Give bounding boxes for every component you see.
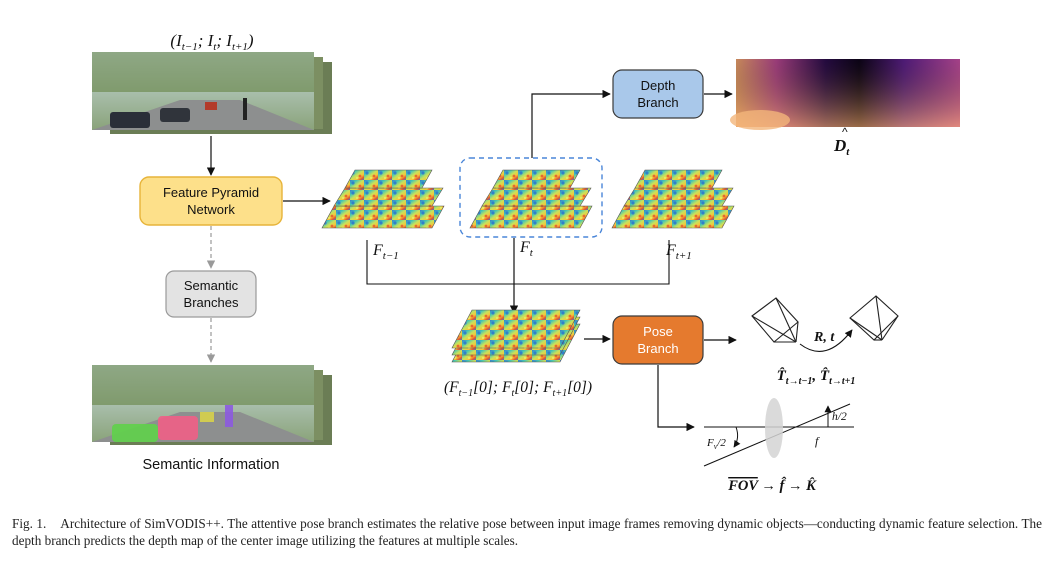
ft-selection-box xyxy=(459,157,603,238)
feature-label-prev-base: F xyxy=(372,242,383,259)
pose-branch-box xyxy=(612,315,704,365)
intrinsics-diagram xyxy=(703,398,854,467)
lens-icon xyxy=(765,398,783,458)
camera-frustum-left-icon xyxy=(751,297,799,343)
input-stack-label: (It−1; It; It+1) xyxy=(170,31,254,53)
pose-label-line2: Branch xyxy=(637,341,678,356)
pose-label-line1: Pose xyxy=(643,324,673,339)
feature-label-curr: Ft xyxy=(519,239,534,259)
feature-stack-prev xyxy=(321,169,445,229)
half-fov-label: Fv/2 xyxy=(706,437,726,451)
feature-label-next: Ft+1 xyxy=(665,242,692,262)
semantic-output-label: Semantic Information xyxy=(142,457,279,473)
feature-label-prev: Ft−1 xyxy=(372,242,399,262)
pose-transforms-label: T̂t→t−1, T̂t→t+1 xyxy=(777,366,856,387)
figure-caption: Fig. 1.Architecture of SimVODIS++. The a… xyxy=(12,515,1042,549)
depth-output-hat: ^ xyxy=(842,125,848,139)
semantic-label-line2: Branches xyxy=(184,295,239,310)
depth-label-line2: Branch xyxy=(637,95,678,110)
arrow-camera-motion xyxy=(799,329,853,352)
fpn-box xyxy=(139,176,283,226)
caption-label: Fig. 1. xyxy=(12,516,47,531)
feature-label-next-sub: t+1 xyxy=(676,250,692,262)
feature-label-prev-sub: t−1 xyxy=(383,250,399,262)
arrow-ft-to-depth xyxy=(531,89,611,158)
depth-output-sub: t xyxy=(846,146,850,158)
feature-label-curr-sub: t xyxy=(530,247,534,259)
arrow-pose-to-intrinsics xyxy=(657,365,695,432)
feature-stack-next xyxy=(611,169,735,229)
fpn-label-line1: Feature Pyramid xyxy=(163,185,259,200)
semantic-output-image xyxy=(92,365,332,445)
semantic-branches-box xyxy=(165,270,257,318)
depth-branch-box xyxy=(612,69,704,119)
rt-label: R, t xyxy=(813,330,835,345)
feature-label-curr-base: F xyxy=(519,239,530,256)
semantic-label-line1: Semantic xyxy=(184,278,239,293)
fpn-label-line2: Network xyxy=(187,202,235,217)
depth-map-image xyxy=(730,59,960,130)
intrinsics-chain-label: FOV → f̂ → K̂ xyxy=(727,476,817,494)
caption-text: Architecture of SimVODIS++. The attentiv… xyxy=(12,516,1042,548)
depth-label-line1: Depth xyxy=(641,78,676,93)
concat-feature-stack xyxy=(451,309,581,363)
concat-label: (Ft−1[0]; Ft[0]; Ft+1[0]) xyxy=(444,379,592,399)
feature-label-next-base: F xyxy=(665,242,676,259)
depth-output-base: D xyxy=(833,136,846,155)
line-collect-features xyxy=(366,240,670,285)
input-image-stack xyxy=(92,52,332,134)
feature-stack-curr xyxy=(469,169,593,229)
camera-frustum-right-icon xyxy=(849,295,899,341)
depth-output-label: Dt xyxy=(833,136,850,158)
focal-label: f xyxy=(815,434,820,448)
half-height-label: h/2 xyxy=(832,411,847,423)
